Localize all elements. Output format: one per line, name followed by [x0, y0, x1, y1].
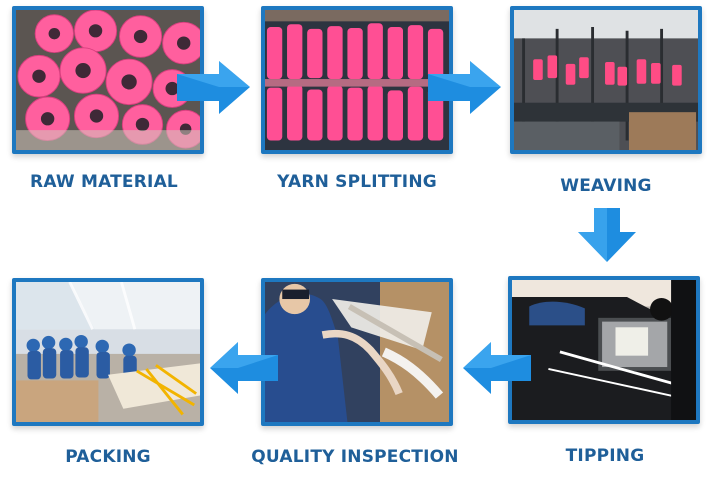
- arrow-right-icon: [428, 61, 501, 114]
- tipping-photo: [508, 276, 700, 424]
- packing-photo: [12, 278, 204, 426]
- raw-material-photo: [12, 6, 204, 154]
- quality-inspection-photo: [261, 278, 453, 426]
- step-label-weaving: WEAVING: [560, 176, 652, 196]
- arrow-right-icon: [177, 61, 250, 114]
- weaving-photo: [510, 6, 702, 154]
- step-label-packing: PACKING: [65, 447, 151, 467]
- arrow-down-icon: [578, 208, 636, 262]
- arrow-left-icon: [463, 342, 531, 394]
- arrow-left-icon: [210, 342, 278, 394]
- step-label-raw-material: RAW MATERIAL: [30, 172, 178, 192]
- step-label-quality-inspection: QUALITY INSPECTION: [251, 447, 459, 467]
- step-label-tipping: TIPPING: [565, 446, 645, 466]
- step-label-yarn-splitting: YARN SPLITTING: [277, 172, 437, 192]
- yarn-splitting-photo: [261, 6, 453, 154]
